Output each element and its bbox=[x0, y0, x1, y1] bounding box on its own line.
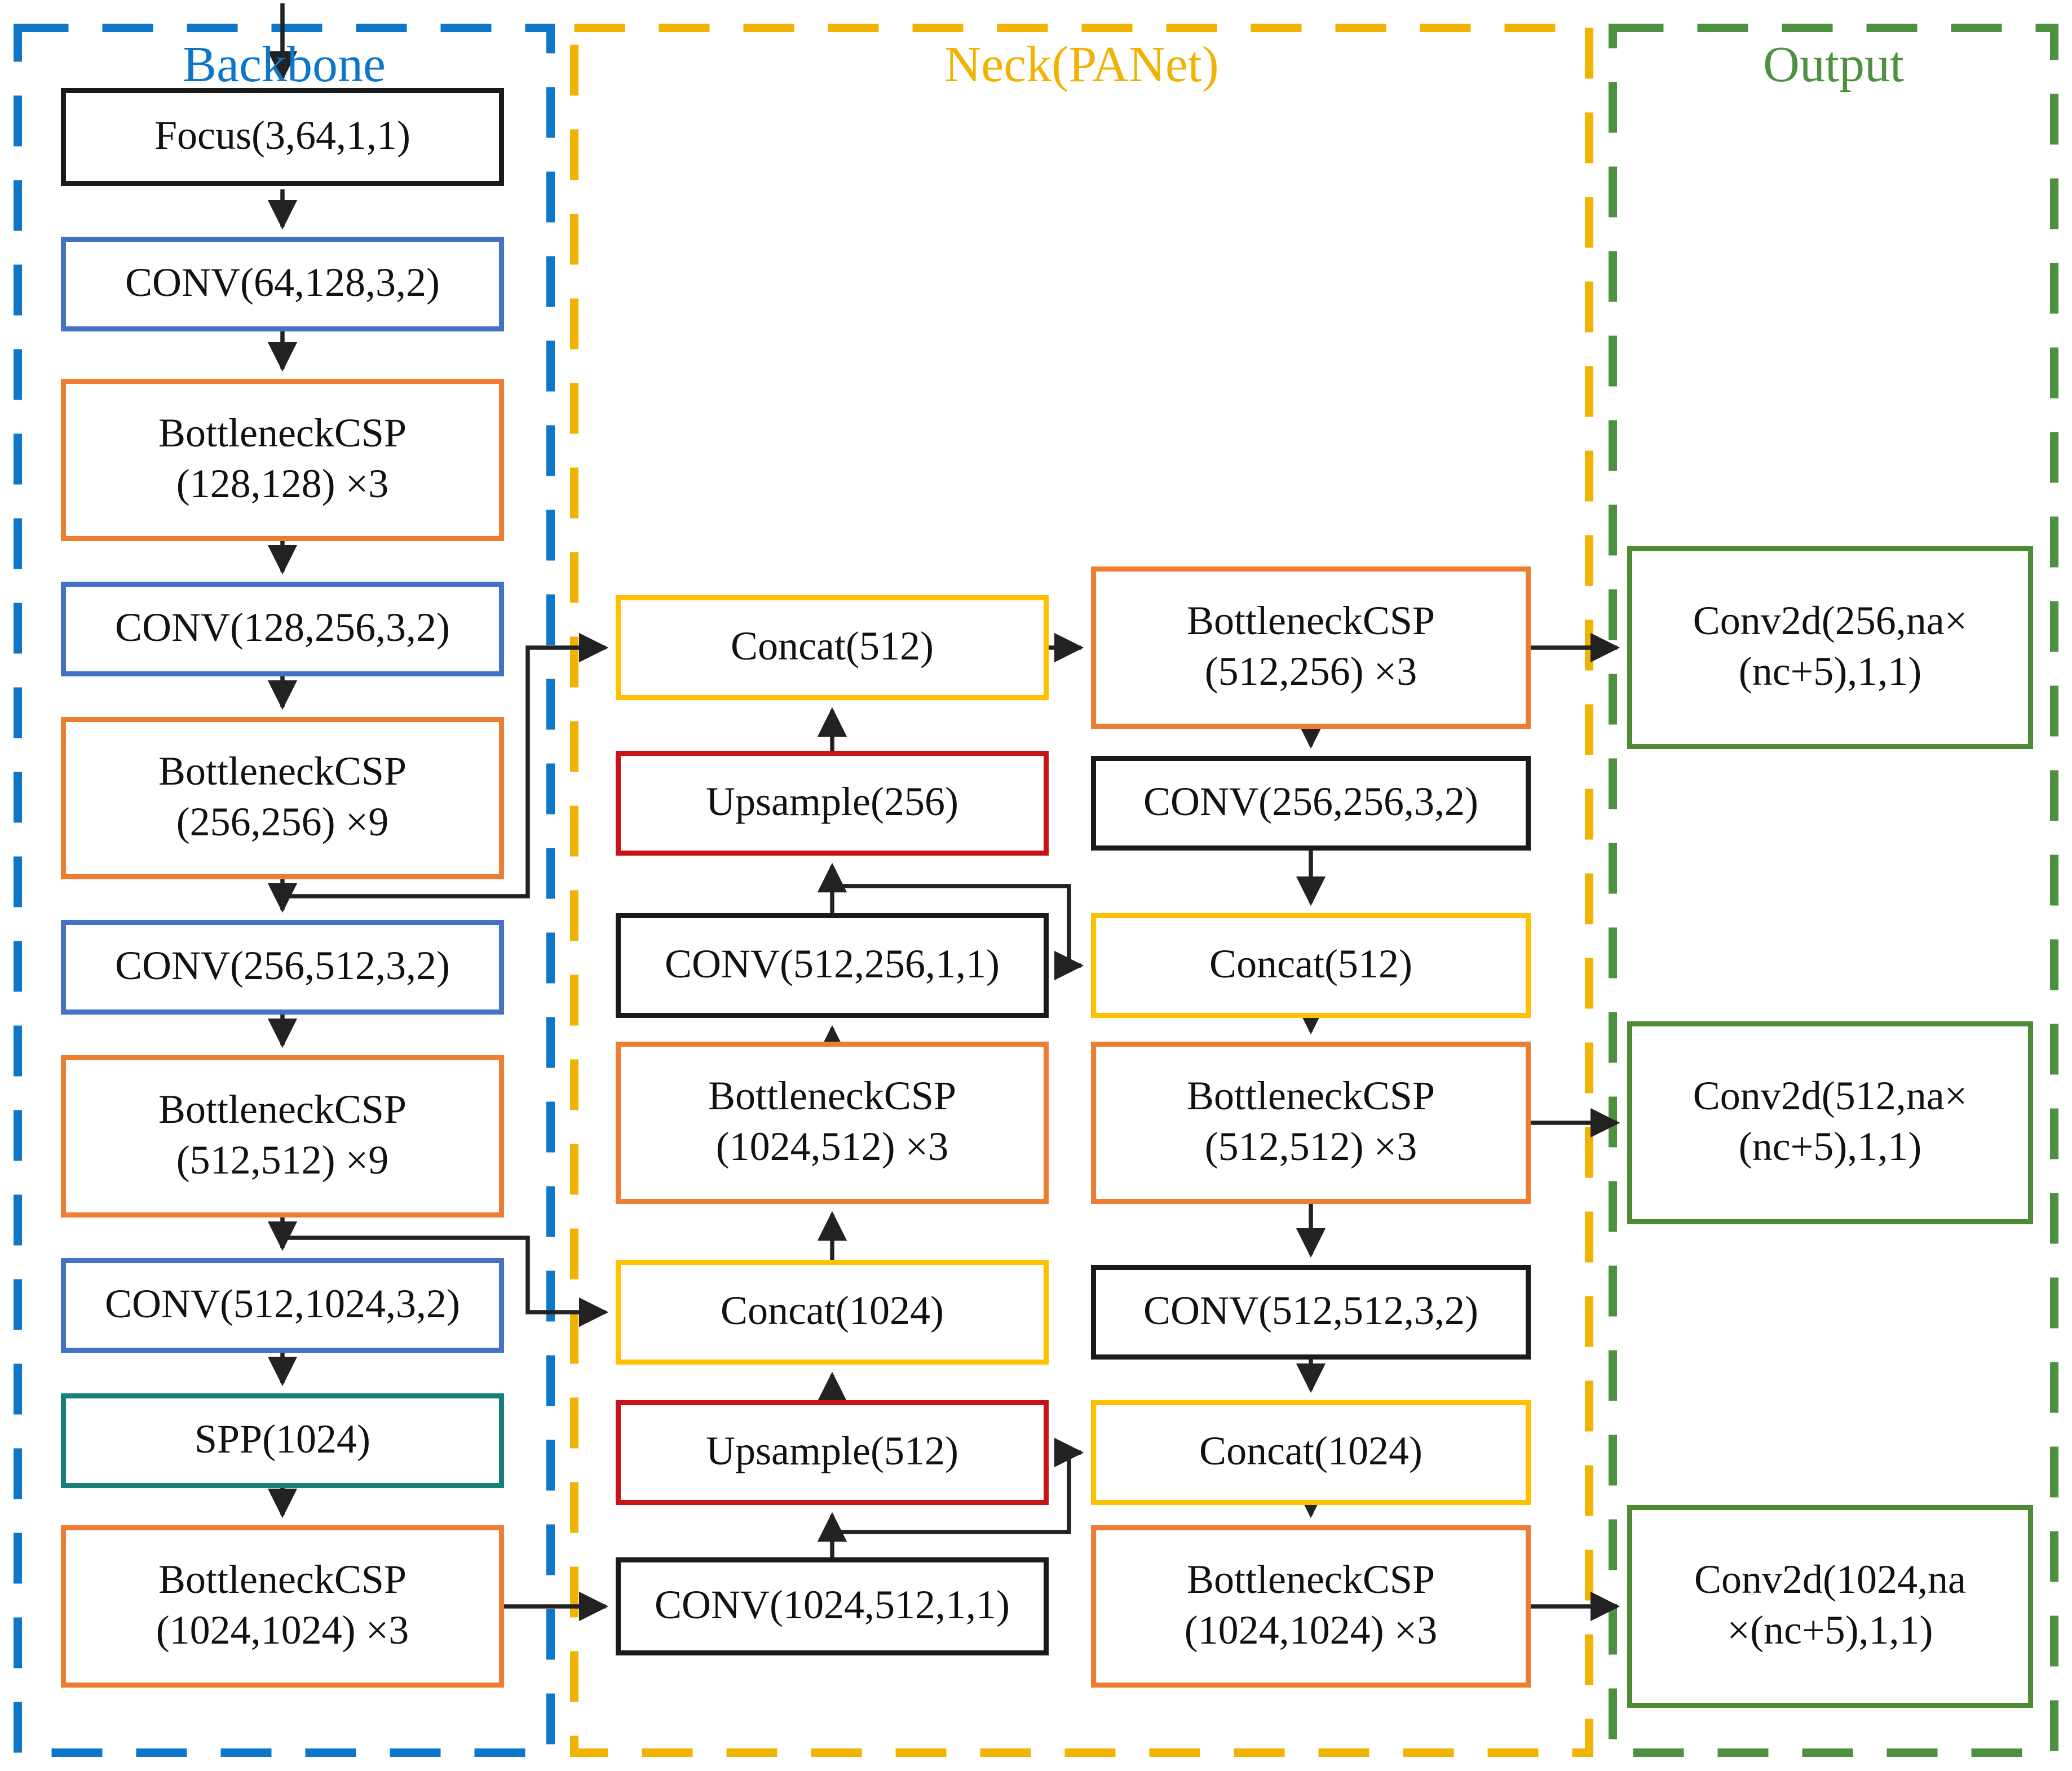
neck-title: Neck(PANet) bbox=[944, 37, 1219, 93]
node-label: BottleneckCSP bbox=[1186, 1075, 1435, 1119]
node-label: Concat(512) bbox=[1209, 944, 1412, 988]
output-node-conv2d-1024: Conv2d(1024,na ×(nc+5),1,1) bbox=[1627, 1505, 2033, 1708]
backbone-node-conv-128-256: CONV(128,256,3,2) bbox=[61, 582, 504, 676]
flow-arrows bbox=[267, 3, 1620, 1622]
node-label: Upsample(256) bbox=[706, 781, 958, 825]
skip-csp256-concat512 bbox=[282, 632, 609, 898]
neck-right-node-conv-256-256: CONV(256,256,3,2) bbox=[1091, 756, 1531, 851]
output-title: Output bbox=[1762, 37, 1905, 93]
node-label: Conv2d(512,na× bbox=[1693, 1075, 1968, 1119]
backbone-node-focus: Focus(3,64,1,1) bbox=[61, 88, 504, 186]
node-label: CONV(64,128,3,2) bbox=[125, 262, 440, 306]
node-label-2: (512,256) ×3 bbox=[1204, 651, 1417, 695]
neck-right-node-csp-1024-1024: BottleneckCSP (1024,1024) ×3 bbox=[1091, 1525, 1531, 1688]
node-label: Concat(1024) bbox=[1199, 1431, 1422, 1475]
backbone-node-csp-128: BottleneckCSP (128,128) ×3 bbox=[61, 379, 504, 541]
node-label-2: ×(nc+5),1,1) bbox=[1727, 1610, 1933, 1654]
node-label: BottleneckCSP bbox=[1186, 1559, 1435, 1603]
node-label: CONV(128,256,3,2) bbox=[115, 607, 450, 651]
backbone-node-conv-256-512: CONV(256,512,3,2) bbox=[61, 920, 504, 1015]
node-label: BottleneckCSP bbox=[158, 751, 407, 795]
neck-left-node-csp-1024-512: BottleneckCSP (1024,512) ×3 bbox=[616, 1042, 1049, 1204]
node-label: BottleneckCSP bbox=[158, 1089, 407, 1133]
node-label: CONV(256,512,3,2) bbox=[115, 945, 450, 989]
neck-left-node-upsample-256: Upsample(256) bbox=[616, 751, 1049, 856]
node-label: BottleneckCSP bbox=[158, 413, 407, 457]
node-label-2: (1024,1024) ×3 bbox=[1184, 1610, 1438, 1654]
neck-left-node-concat-1024: Concat(1024) bbox=[616, 1260, 1049, 1365]
node-label-2: (512,512) ×3 bbox=[1204, 1126, 1417, 1170]
node-label: BottleneckCSP bbox=[158, 1559, 407, 1603]
backbone-node-csp-256: BottleneckCSP (256,256) ×9 bbox=[61, 717, 504, 879]
branch-conv512-256-concat512r bbox=[832, 884, 1084, 981]
backbone-node-csp-512: BottleneckCSP (512,512) ×9 bbox=[61, 1055, 504, 1217]
backbone-node-spp: SPP(1024) bbox=[61, 1393, 504, 1488]
output-node-conv2d-256: Conv2d(256,na× (nc+5),1,1) bbox=[1627, 546, 2033, 749]
node-label: CONV(512,1024,3,2) bbox=[105, 1283, 460, 1327]
neck-right-node-conv-512-512: CONV(512,512,3,2) bbox=[1091, 1265, 1531, 1360]
node-label: BottleneckCSP bbox=[1186, 600, 1435, 644]
output-frame bbox=[1609, 24, 2058, 1757]
node-label: CONV(512,256,1,1) bbox=[665, 944, 1000, 988]
neck-right-node-csp-512-256: BottleneckCSP (512,256) ×3 bbox=[1091, 566, 1531, 729]
node-label: Upsample(512) bbox=[706, 1431, 958, 1475]
node-label: CONV(1024,512,1,1) bbox=[655, 1584, 1010, 1628]
neck-left-node-conv-1024-512: CONV(1024,512,1,1) bbox=[616, 1557, 1049, 1655]
branch-conv1024-512-concat1024r bbox=[832, 1437, 1084, 1534]
backbone-title: Backbone bbox=[183, 37, 386, 93]
node-label-2: (1024,1024) ×3 bbox=[156, 1610, 409, 1654]
node-label-2: (256,256) ×9 bbox=[176, 802, 389, 845]
neck-right-node-concat-1024: Concat(1024) bbox=[1091, 1400, 1531, 1505]
skip-csp512-concat1024 bbox=[282, 1236, 609, 1327]
node-label: CONV(512,512,3,2) bbox=[1143, 1290, 1478, 1334]
neck-frame bbox=[570, 24, 1593, 1757]
node-label-2: (512,512) ×9 bbox=[176, 1140, 389, 1184]
node-label: Conv2d(256,na× bbox=[1693, 600, 1968, 644]
node-label-2: (nc+5),1,1) bbox=[1738, 651, 1922, 695]
backbone-node-conv-512-1024: CONV(512,1024,3,2) bbox=[61, 1258, 504, 1353]
node-label-2: (128,128) ×3 bbox=[176, 463, 389, 507]
output-node-conv2d-512: Conv2d(512,na× (nc+5),1,1) bbox=[1627, 1021, 2033, 1224]
node-label-2: (1024,512) ×3 bbox=[715, 1126, 949, 1170]
node-label: Concat(512) bbox=[731, 626, 934, 670]
node-label: CONV(256,256,3,2) bbox=[1143, 781, 1478, 825]
backbone-node-conv-64-128: CONV(64,128,3,2) bbox=[61, 237, 504, 331]
neck-right-node-csp-512-512: BottleneckCSP (512,512) ×3 bbox=[1091, 1042, 1531, 1204]
node-label: Focus(3,64,1,1) bbox=[154, 115, 410, 159]
backbone-node-csp-1024: BottleneckCSP (1024,1024) ×3 bbox=[61, 1525, 504, 1688]
neck-left-node-conv-512-256: CONV(512,256,1,1) bbox=[616, 913, 1049, 1018]
node-label: Concat(1024) bbox=[721, 1290, 944, 1334]
node-label: Conv2d(1024,na bbox=[1694, 1559, 1966, 1603]
neck-right-node-concat-512: Concat(512) bbox=[1091, 913, 1531, 1018]
node-label-2: (nc+5),1,1) bbox=[1738, 1126, 1922, 1170]
neck-left-node-concat-512: Concat(512) bbox=[616, 595, 1049, 700]
node-label: SPP(1024) bbox=[194, 1419, 371, 1463]
neck-left-node-upsample-512: Upsample(512) bbox=[616, 1400, 1049, 1505]
node-label: BottleneckCSP bbox=[708, 1075, 956, 1119]
